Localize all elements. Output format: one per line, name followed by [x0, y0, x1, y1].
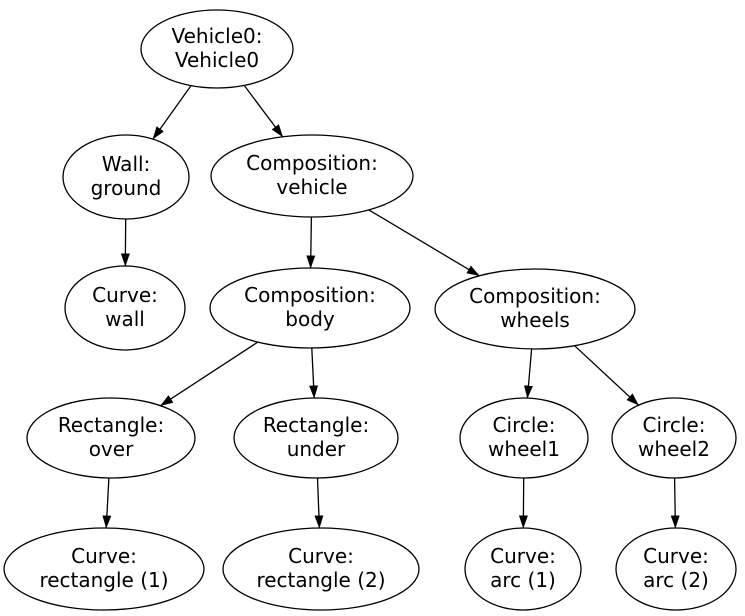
graph-edge-vehicle0-to-composition-vehicle: [243, 85, 284, 138]
graph-node-rectangle-under: Rectangle:under: [233, 397, 399, 479]
graph-node-composition-wheels: Composition:wheels: [434, 268, 636, 350]
node-label-curve-rectangle-2: Curve:rectangle (2): [256, 544, 385, 592]
node-label-curve-rectangle-1: Curve:rectangle (1): [39, 544, 168, 592]
graph-edge-composition-body-to-rectangle-over: [160, 341, 259, 407]
node-ellipse-composition-wheels: [434, 268, 636, 350]
graph-node-circle-wheel1: Circle:wheel1: [459, 397, 589, 479]
node-label-composition-body: Composition:body: [244, 283, 376, 331]
node-label-curve-arc-1: Curve:arc (1): [490, 544, 556, 592]
node-ellipse-curve-wall: [64, 265, 186, 351]
graph-node-curve-wall: Curve:wall: [64, 265, 186, 351]
graph-edge-composition-vehicle-to-composition-wheels: [368, 209, 480, 277]
node-ellipse-composition-body: [209, 267, 411, 349]
graph-node-wall-ground: Wall:ground: [62, 134, 190, 220]
graph-edge-rectangle-under-to-curve-rectangle-2: [314, 477, 324, 529]
node-label-composition-wheels: Composition:wheels: [469, 284, 601, 332]
node-label-rectangle-under: Rectangle:under: [263, 413, 369, 461]
node-label-rectangle-over: Rectangle:over: [58, 413, 164, 461]
node-ellipse-curve-arc-1: [464, 527, 582, 611]
graph-edge-composition-wheels-to-circle-wheel2: [574, 345, 640, 406]
node-label-composition-vehicle: Composition:vehicle: [246, 151, 378, 199]
node-label-curve-wall: Curve:wall: [92, 283, 158, 331]
graph-edge-circle-wheel2-to-curve-arc-2: [670, 477, 680, 529]
node-ellipse-curve-rectangle-1: [3, 527, 205, 611]
node-label-wall-ground: Wall:ground: [91, 152, 162, 200]
graph-node-circle-wheel2: Circle:wheel2: [611, 397, 737, 479]
graph-node-composition-body: Composition:body: [209, 267, 411, 349]
node-ellipse-rectangle-under: [233, 397, 399, 479]
node-ellipse-wall-ground: [62, 134, 190, 220]
node-ellipse-circle-wheel1: [459, 397, 589, 479]
graph-node-vehicle0: Vehicle0:Vehicle0: [140, 9, 294, 89]
graph-node-curve-arc-2: Curve:arc (2): [615, 527, 737, 611]
graph-edge-composition-wheels-to-circle-wheel1: [523, 348, 533, 399]
graph-node-composition-vehicle: Composition:vehicle: [210, 134, 414, 218]
node-ellipse-curve-arc-2: [615, 527, 737, 611]
node-label-circle-wheel2: Circle:wheel2: [638, 413, 710, 461]
node-ellipse-circle-wheel2: [611, 397, 737, 479]
graph-edge-composition-body-to-rectangle-under: [309, 347, 319, 399]
node-ellipse-vehicle0: [140, 9, 294, 89]
node-label-vehicle0: Vehicle0:Vehicle0: [172, 24, 263, 72]
node-label-circle-wheel1: Circle:wheel1: [488, 413, 560, 461]
node-ellipse-rectangle-over: [26, 397, 196, 479]
graph-node-rectangle-over: Rectangle:over: [26, 397, 196, 479]
graph-edge-composition-vehicle-to-composition-body: [306, 216, 316, 269]
graph-node-curve-arc-1: Curve:arc (1): [464, 527, 582, 611]
node-label-curve-arc-2: Curve:arc (2): [643, 544, 709, 592]
node-ellipse-composition-vehicle: [210, 134, 414, 218]
graph-node-curve-rectangle-2: Curve:rectangle (2): [222, 527, 420, 611]
node-ellipse-curve-rectangle-2: [222, 527, 420, 611]
graph-edge-vehicle0-to-wall-ground: [152, 85, 192, 140]
graph-edge-rectangle-over-to-curve-rectangle-1: [102, 477, 112, 529]
graph-node-curve-rectangle-1: Curve:rectangle (1): [3, 527, 205, 611]
